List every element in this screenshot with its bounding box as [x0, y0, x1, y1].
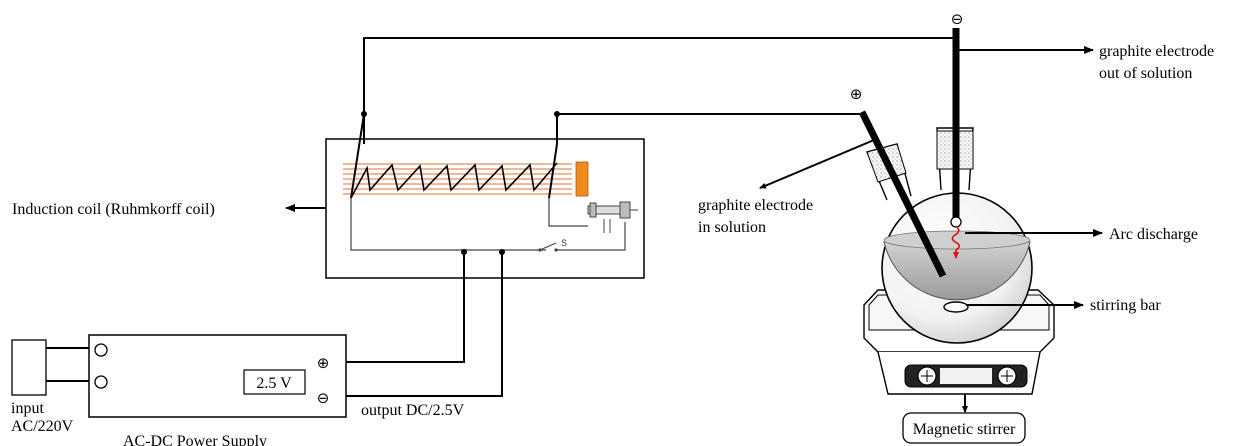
electrode-out-label-line2: out of solution — [1099, 65, 1192, 82]
minus-electrode-symbol: ⊖ — [951, 10, 964, 28]
output-label: output DC/2.5V — [361, 402, 465, 419]
coil-winding — [343, 163, 572, 195]
input-plug — [11, 339, 47, 396]
magnetic-stirrer-label: Magnetic stirrer — [913, 421, 1016, 438]
plus-electrode-symbol: ⊕ — [850, 85, 863, 103]
input-terminal-bottom — [94, 375, 108, 389]
switch-label: S — [561, 238, 567, 248]
power-supply-box — [88, 334, 347, 418]
iron-core — [575, 161, 589, 197]
induction-coil-label: Induction coil (Ruhmkorff coil) — [12, 201, 215, 218]
input-terminal-top — [94, 343, 108, 357]
power-supply-label: AC-DC Power Supply — [123, 433, 267, 446]
electrode-in-label-line1: graphite electrode — [698, 197, 813, 214]
input-label-line2: AC/220V — [11, 418, 74, 435]
plus-terminal: ⊕ — [317, 354, 330, 372]
power-supply: 2.5 V ⊕ ⊖ — [88, 334, 347, 418]
input-label-line1: input — [11, 400, 44, 417]
graphite-electrode-in — [858, 110, 947, 278]
induction-coil: S — [325, 138, 645, 279]
voltage-readout: 2.5 V — [256, 375, 292, 392]
stirring-bar-object — [943, 301, 969, 313]
coil-zigzag — [350, 162, 558, 199]
magnetic-stirrer-label-box — [902, 412, 1026, 444]
stirrer-knob-left — [917, 366, 937, 386]
interrupter-assembly — [587, 201, 638, 233]
electrode-out-label-line1: graphite electrode — [1099, 43, 1214, 60]
stirrer-knob-right — [997, 366, 1017, 386]
switch: S — [538, 238, 567, 252]
voltage-display — [243, 369, 306, 395]
minus-terminal: ⊖ — [317, 389, 330, 407]
arc-discharge-label: Arc discharge — [1109, 226, 1198, 243]
annotation-arrows — [285, 46, 1103, 413]
stirring-bar-label: stirring bar — [1090, 297, 1161, 314]
electrode-in-label-line2: in solution — [698, 219, 766, 236]
arc-discharge-spark — [950, 216, 962, 259]
